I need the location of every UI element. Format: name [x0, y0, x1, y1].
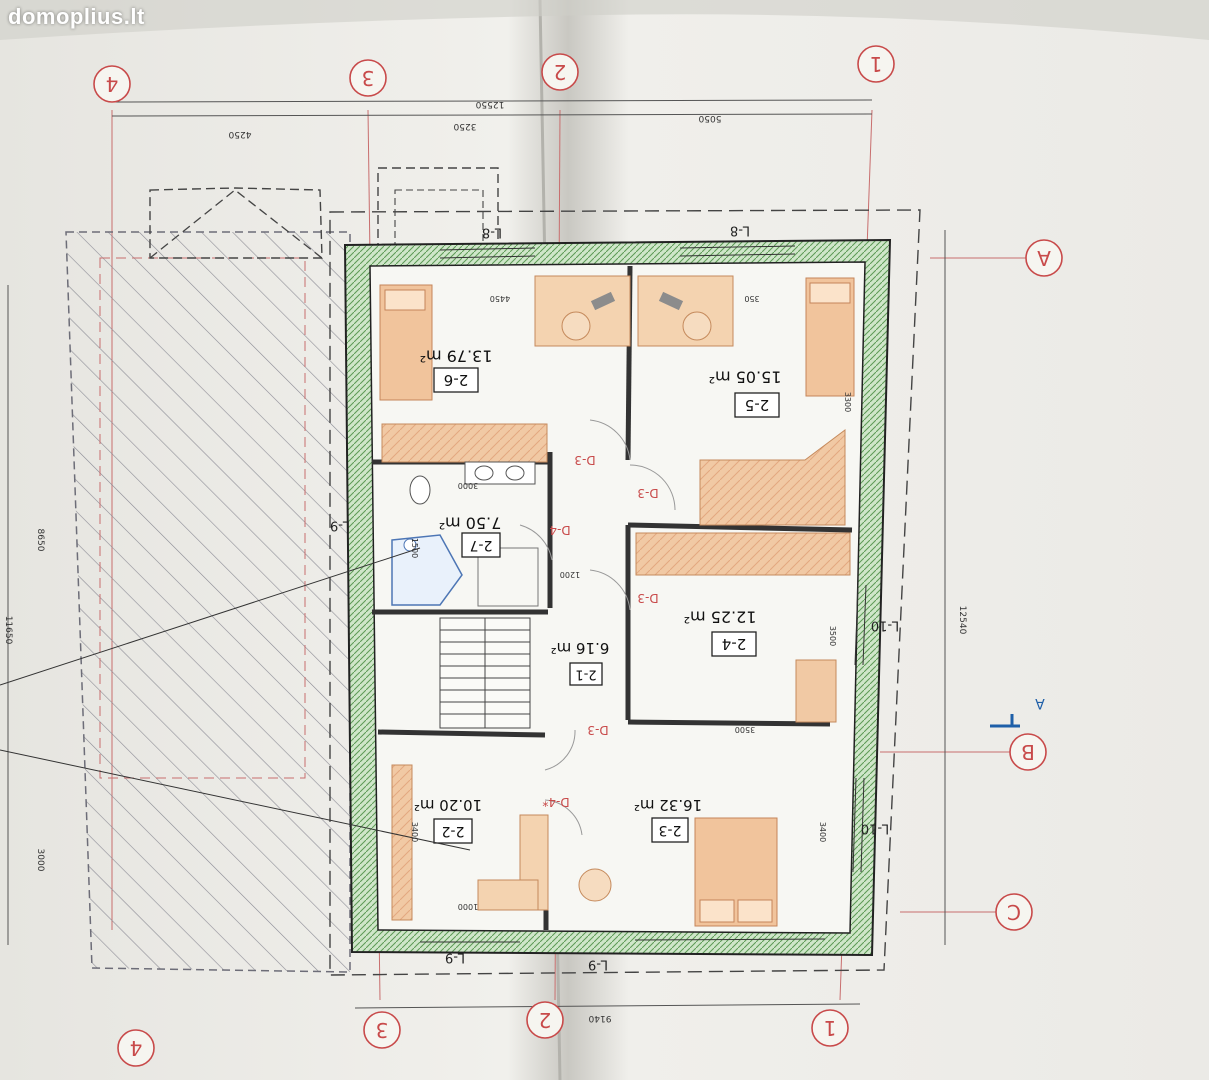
room-id: 2-4 — [722, 635, 747, 653]
door-label: D-3 — [574, 453, 595, 467]
window-label: L-9 — [445, 950, 465, 965]
room-label-boxes — [433, 367, 780, 844]
door-label: D-4 — [549, 523, 570, 537]
window-label: L-9 — [588, 957, 608, 972]
inner-dim: 1500 — [410, 538, 419, 558]
room-area: 12.25 m² — [684, 608, 757, 627]
room-id: 2-5 — [745, 396, 770, 414]
dim-top-seg: 3250 — [453, 121, 476, 131]
labels-layer: 4 3 2 1 4 3 2 1 A B C A 12550 4250 3250 … — [3, 52, 1051, 1060]
window-label: L-8 — [730, 223, 750, 238]
built-in-furniture — [381, 423, 851, 921]
door-label: D-3 — [637, 486, 658, 500]
axis-number: 3 — [376, 1018, 389, 1042]
dim-bottom-total: 9140 — [588, 1013, 611, 1023]
dim-top-total: 12550 — [475, 99, 504, 109]
room-area: 7.50 m² — [439, 514, 502, 533]
inner-dim: 3400 — [818, 822, 827, 842]
room-area: 16.32 m² — [634, 796, 702, 814]
axis-number: 2 — [539, 1008, 552, 1032]
dim-top-seg: 4250 — [228, 129, 251, 139]
window-marks — [420, 245, 867, 943]
site-watermark: domoplius.lt — [8, 4, 145, 29]
room-id: 2-2 — [442, 823, 465, 839]
door-label: D-3 — [587, 723, 608, 737]
roof-outline — [329, 209, 921, 976]
room-area: 13.79 m² — [420, 347, 493, 366]
room-id: 2-1 — [575, 667, 596, 682]
inner-dim: 3400 — [410, 822, 419, 842]
axis-number: 1 — [870, 52, 883, 76]
room-id: 2-7 — [470, 537, 493, 553]
stairs — [439, 617, 531, 729]
inner-dim: 3500 — [735, 725, 755, 734]
terrace-hatch — [65, 231, 351, 973]
axis-markers-right — [995, 239, 1063, 931]
paper-top-shadow — [0, 0, 1209, 40]
dim-right-total: 12540 — [957, 606, 967, 635]
leader-lines — [0, 547, 471, 851]
inner-dim: 350 — [744, 294, 759, 303]
dim-left-total: 11650 — [3, 616, 13, 645]
window-label: L-10 — [861, 821, 889, 836]
door-label: D-3 — [637, 591, 658, 605]
room-area: 6.16 m² — [551, 639, 610, 657]
section-letter: A — [1035, 695, 1045, 711]
axis-letter: A — [1037, 246, 1051, 270]
axis-number: 4 — [106, 72, 119, 96]
inner-dim: 3300 — [843, 392, 852, 412]
inner-dim: 1200 — [560, 570, 580, 579]
room-area: 10.20 m² — [414, 796, 482, 814]
window-label: L-9 — [330, 518, 350, 533]
section-marker — [990, 714, 1020, 728]
window-label: L-8 — [482, 225, 502, 240]
axis-letter: B — [1021, 740, 1035, 764]
axis-number: 4 — [130, 1036, 143, 1060]
axis-letter: C — [1007, 900, 1021, 924]
dim-top-seg: 5050 — [698, 113, 721, 123]
inner-dim: 1000 — [458, 902, 478, 911]
inner-dim: 4450 — [490, 294, 510, 303]
axis-markers-top — [93, 45, 895, 103]
dormer-outline-left — [149, 187, 323, 259]
door-label: D-4* — [542, 795, 569, 809]
axis-number: 3 — [362, 66, 375, 90]
room-id: 2-6 — [444, 371, 469, 389]
beds — [379, 277, 855, 927]
dimension-lines — [7, 99, 946, 1009]
room-area: 15.05 m² — [709, 368, 782, 387]
inner-dim: 3500 — [828, 626, 837, 646]
dim-left-seg: 3000 — [35, 849, 45, 872]
dim-left-seg: 8650 — [35, 529, 45, 552]
room-id: 2-3 — [659, 822, 682, 838]
axis-markers-bottom — [117, 1001, 849, 1067]
door-swings — [519, 419, 676, 836]
window-label: L-10 — [871, 618, 899, 633]
desks — [477, 275, 734, 911]
axis-number: 1 — [824, 1016, 837, 1040]
inner-dim: 3000 — [458, 481, 478, 490]
axis-number: 2 — [554, 60, 567, 84]
